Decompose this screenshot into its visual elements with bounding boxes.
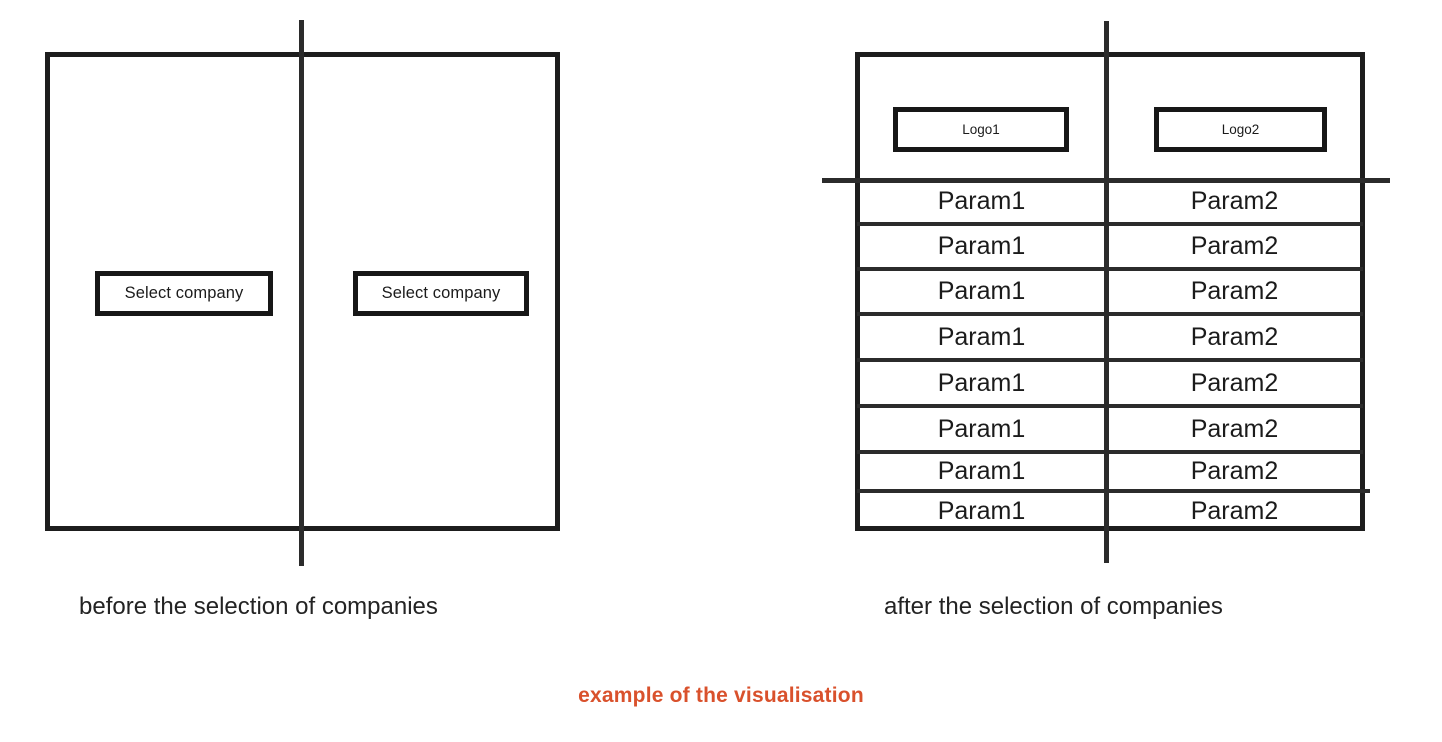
after-center-divider-line <box>1104 21 1109 563</box>
parameter-cell-company-1: Param1 <box>937 322 1026 351</box>
parameter-cell-company-2: Param2 <box>1190 277 1279 305</box>
select-company-label-right: Select company <box>381 284 501 302</box>
parameter-row: Param1 Param2 <box>857 493 1363 529</box>
figure-caption: example of the visualisation <box>578 684 864 707</box>
parameter-row: Param1 Param2 <box>857 271 1363 316</box>
parameter-row: Param1 Param2 <box>857 454 1363 493</box>
parameter-cell-company-1: Param1 <box>937 232 1026 260</box>
parameter-cell-company-2: Param2 <box>1190 414 1279 443</box>
parameter-row: Param1 Param2 <box>857 316 1363 362</box>
parameter-cell-company-1: Param1 <box>937 186 1026 215</box>
parameter-cell-company-1: Param1 <box>937 368 1026 397</box>
parameter-row: Param1 Param2 <box>857 226 1363 271</box>
logo-label-company-2: Logo2 <box>1221 122 1260 137</box>
caption-after-selection: after the selection of companies <box>884 593 1223 620</box>
parameter-cell-company-2: Param2 <box>1190 232 1279 260</box>
caption-before-selection: before the selection of companies <box>79 593 438 620</box>
parameter-cell-company-1: Param1 <box>937 457 1026 485</box>
parameter-cell-company-1: Param1 <box>937 414 1026 443</box>
parameter-cell-company-2: Param2 <box>1190 496 1279 525</box>
parameter-cell-company-2: Param2 <box>1190 322 1279 351</box>
select-company-button-right[interactable]: Select company <box>353 271 529 316</box>
parameter-cell-company-2: Param2 <box>1190 368 1279 397</box>
select-company-label-left: Select company <box>124 284 244 302</box>
logo-box-company-1: Logo1 <box>893 107 1069 152</box>
parameter-row: Param1 Param2 <box>857 408 1363 454</box>
parameter-cell-company-1: Param1 <box>937 496 1026 525</box>
parameter-row: Param1 Param2 <box>857 362 1363 408</box>
select-company-button-left[interactable]: Select company <box>95 271 273 316</box>
parameter-row: Param1 Param2 <box>857 180 1363 226</box>
after-right-edge-tick <box>1360 489 1370 493</box>
logo-box-company-2: Logo2 <box>1154 107 1327 152</box>
after-header-separator-line <box>822 178 1390 183</box>
before-center-divider-line <box>299 20 304 566</box>
parameter-cell-company-2: Param2 <box>1190 457 1279 485</box>
logo-label-company-1: Logo1 <box>962 122 1000 137</box>
parameter-cell-company-1: Param1 <box>937 277 1026 305</box>
parameter-cell-company-2: Param2 <box>1190 186 1279 215</box>
